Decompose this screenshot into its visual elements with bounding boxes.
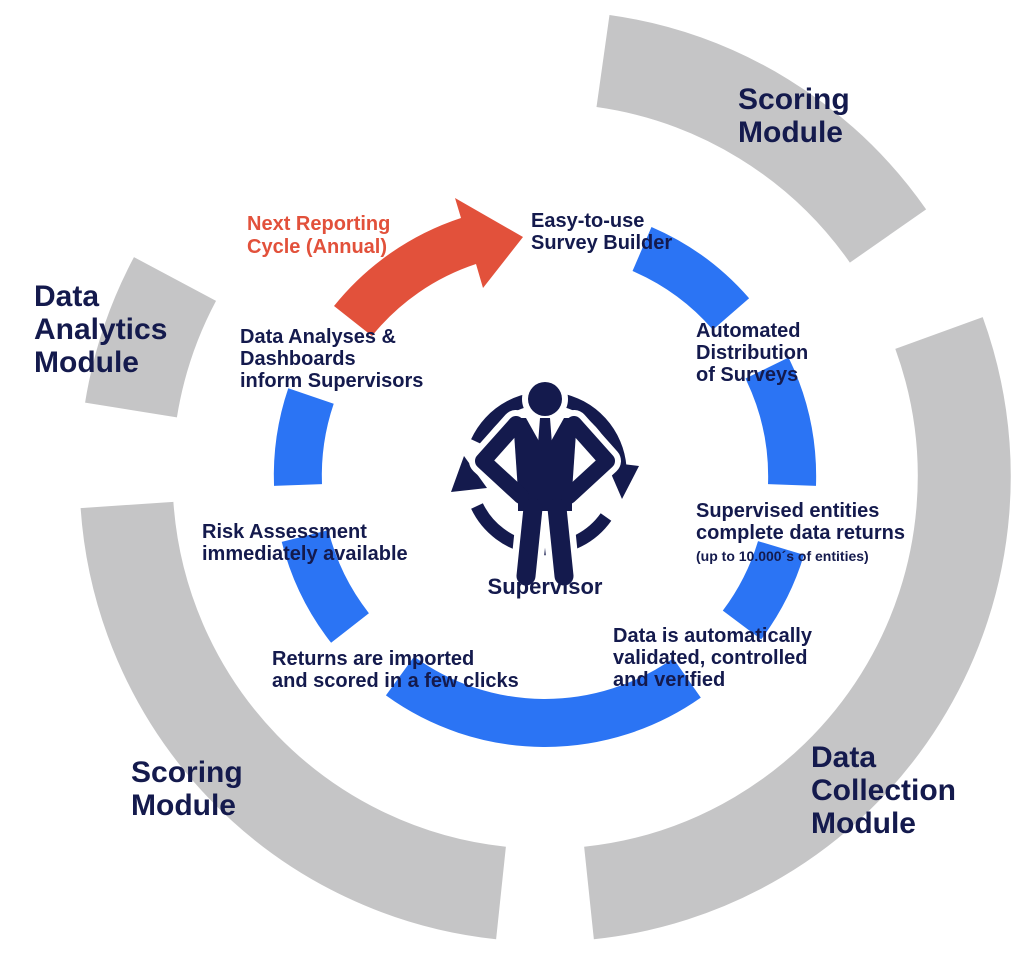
step-label-validation: Data is automatically validated, control… xyxy=(613,625,812,691)
cycle-arc-1 xyxy=(632,226,750,331)
supervisor-caption: Supervisor xyxy=(487,574,603,599)
module-arc-data-collection xyxy=(583,317,1011,940)
module-label-data-analytics: Data Analytics Module xyxy=(34,280,168,379)
cycle-arrowhead-left xyxy=(451,456,487,492)
cycle-arc-3 xyxy=(722,540,804,640)
next-cycle-label: Next Reporting Cycle (Annual) xyxy=(247,213,391,258)
cycle-arc-2 xyxy=(745,357,817,486)
step-label-analyses: Data Analyses & Dashboards inform Superv… xyxy=(240,326,424,392)
module-label-scoring-top: Scoring Module xyxy=(738,83,850,149)
cycle-arc-4 xyxy=(385,656,701,747)
module-arc-data-analytics xyxy=(85,257,217,419)
cycle-arc-6 xyxy=(273,388,334,486)
step-label-risk: Risk Assessment immediately available xyxy=(202,521,408,565)
tie xyxy=(538,418,552,457)
step-label-distribution: Automated Distribution of Surveys xyxy=(696,320,809,386)
supervisor-figure xyxy=(475,382,615,586)
cycle-arc-5 xyxy=(281,529,370,643)
module-ring xyxy=(80,14,1011,940)
supervisor-icon xyxy=(451,376,639,592)
module-arc-scoring-top xyxy=(595,14,927,264)
step-label-import-scoring: Returns are imported and scored in a few… xyxy=(272,648,519,692)
process-ring xyxy=(273,226,817,747)
step-label-survey-builder: Easy-to-use Survey Builder xyxy=(531,210,673,254)
module-arc-scoring-bottom xyxy=(80,501,507,940)
step-label-entities: Supervised entities complete data return… xyxy=(696,500,905,564)
next-cycle-arrow xyxy=(334,198,523,336)
step-note-entities: (up to 10.000´s of entities) xyxy=(696,548,869,564)
module-label-scoring-bottom: Scoring Module xyxy=(131,756,243,822)
module-label-data-collection: Data Collection Module xyxy=(811,741,957,840)
